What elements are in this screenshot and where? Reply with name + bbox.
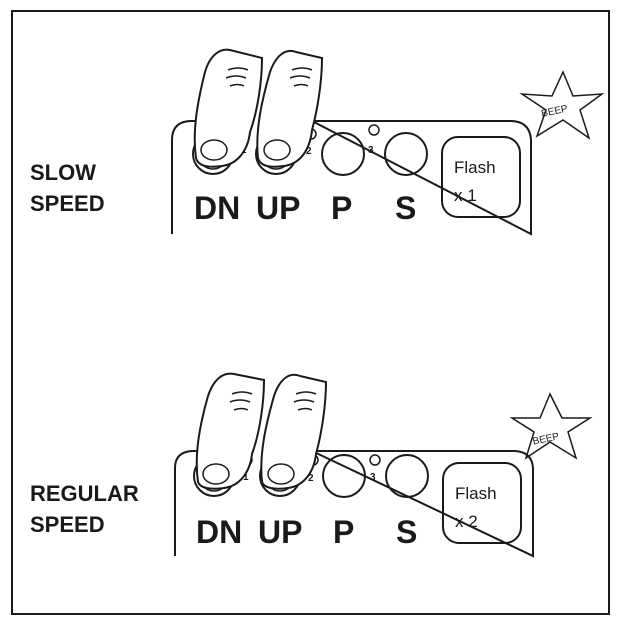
button-label-p: P <box>331 190 352 226</box>
button-p[interactable] <box>322 454 366 498</box>
button-s[interactable] <box>384 132 428 176</box>
flash-text-line1: Flash <box>455 484 497 503</box>
button-label-dn: DN <box>196 514 242 550</box>
led-number: 3 <box>370 472 376 483</box>
speed-label-line2: SPEED <box>30 191 105 216</box>
flash-text-line2: x 2 <box>455 512 478 531</box>
finger-icon <box>195 372 266 490</box>
led-number: 2 <box>308 473 314 484</box>
panel-regular-speed: REGULAR SPEED 1 2 3 DN UP P S Flash x 2 <box>30 372 593 558</box>
led-indicator <box>369 454 381 466</box>
button-label-p: P <box>333 514 354 550</box>
button-p[interactable] <box>321 132 365 176</box>
button-label-s: S <box>396 514 417 550</box>
led-number: 1 <box>243 472 249 483</box>
beep-star-icon: BEEP <box>509 392 593 460</box>
finger-icon <box>193 48 264 168</box>
flash-indicator-box <box>442 462 522 544</box>
beep-star-icon: BEEP <box>519 70 605 140</box>
beep-text: BEEP <box>540 103 569 119</box>
led-indicator <box>368 124 380 136</box>
button-s[interactable] <box>385 454 429 498</box>
finger-icon <box>256 50 324 168</box>
flash-text-line1: Flash <box>454 158 496 177</box>
beep-text: BEEP <box>532 431 561 447</box>
finger-icon <box>260 373 328 490</box>
speed-label-line2: SPEED <box>30 512 105 537</box>
speed-label-line1: REGULAR <box>30 481 139 506</box>
flash-indicator-box <box>441 136 521 218</box>
button-label-up: UP <box>258 514 302 550</box>
led-number: 3 <box>368 145 374 156</box>
panel-slow-speed: SLOW SPEED 1 2 3 DN UP P S Flash <box>30 48 605 236</box>
control-panel-outline <box>171 120 532 236</box>
led-number: 2 <box>306 146 312 157</box>
button-label-s: S <box>395 190 416 226</box>
control-panel-outline <box>174 450 534 558</box>
button-label-dn: DN <box>194 190 240 226</box>
button-label-up: UP <box>256 190 300 226</box>
flash-text-line2: x 1 <box>454 186 477 205</box>
speed-label-line1: SLOW <box>30 160 96 185</box>
